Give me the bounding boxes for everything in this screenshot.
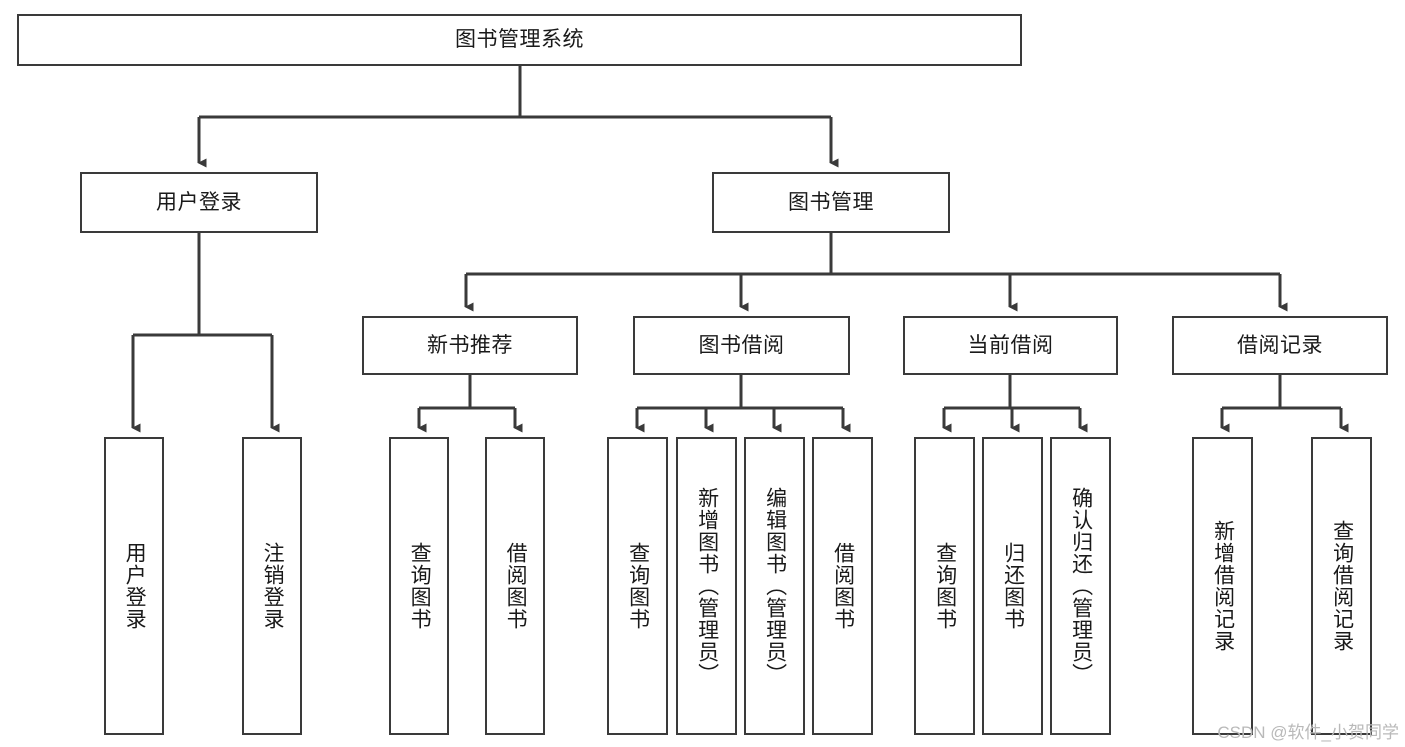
leaf-query-book-1-label: 查询图书 bbox=[408, 542, 432, 630]
leaf-borrow-book-1-label: 借阅图书 bbox=[504, 542, 528, 630]
leaf-logout-login-label: 注销登录 bbox=[261, 542, 285, 630]
watermark: CSDN @软件_小贺同学 bbox=[1217, 723, 1399, 742]
node-book-borrow-label: 图书借阅 bbox=[698, 333, 785, 357]
leaf-return-book-label: 归还图书 bbox=[1001, 542, 1025, 630]
node-book-management[interactable]: 图书管理 bbox=[712, 172, 950, 233]
leaf-add-book-label: 新增图书（管理员） bbox=[695, 487, 719, 685]
leaf-user-login-label: 用户登录 bbox=[123, 542, 147, 630]
leaf-edit-book[interactable]: 编辑图书（管理员） bbox=[744, 437, 805, 735]
node-user-login-label: 用户登录 bbox=[156, 190, 242, 214]
leaf-edit-book-label: 编辑图书（管理员） bbox=[763, 487, 787, 685]
node-new-book-recommend-label: 新书推荐 bbox=[427, 333, 513, 357]
leaf-add-record[interactable]: 新增借阅记录 bbox=[1192, 437, 1253, 735]
leaf-query-book-3-label: 查询图书 bbox=[933, 542, 957, 630]
leaf-confirm-return-label: 确认归还（管理员） bbox=[1069, 487, 1093, 685]
leaf-query-record[interactable]: 查询借阅记录 bbox=[1311, 437, 1372, 735]
leaf-query-book-2-label: 查询图书 bbox=[626, 542, 650, 630]
node-root[interactable]: 图书管理系统 bbox=[17, 14, 1022, 66]
leaf-return-book[interactable]: 归还图书 bbox=[982, 437, 1043, 735]
leaf-add-book[interactable]: 新增图书（管理员） bbox=[676, 437, 737, 735]
leaf-borrow-book-2[interactable]: 借阅图书 bbox=[812, 437, 873, 735]
leaf-query-record-label: 查询借阅记录 bbox=[1330, 520, 1354, 652]
leaf-logout-login[interactable]: 注销登录 bbox=[242, 437, 302, 735]
node-borrow-record[interactable]: 借阅记录 bbox=[1172, 316, 1388, 375]
node-root-label: 图书管理系统 bbox=[455, 28, 584, 52]
leaf-query-book-2[interactable]: 查询图书 bbox=[607, 437, 668, 735]
node-borrow-record-label: 借阅记录 bbox=[1237, 333, 1323, 357]
leaf-borrow-book-1[interactable]: 借阅图书 bbox=[485, 437, 545, 735]
leaf-query-book-3[interactable]: 查询图书 bbox=[914, 437, 975, 735]
node-current-borrow-label: 当前借阅 bbox=[967, 333, 1054, 357]
leaf-user-login[interactable]: 用户登录 bbox=[104, 437, 164, 735]
node-user-login[interactable]: 用户登录 bbox=[80, 172, 318, 233]
node-book-management-label: 图书管理 bbox=[788, 190, 874, 214]
node-current-borrow[interactable]: 当前借阅 bbox=[903, 316, 1118, 375]
leaf-confirm-return[interactable]: 确认归还（管理员） bbox=[1050, 437, 1111, 735]
leaf-borrow-book-2-label: 借阅图书 bbox=[831, 542, 855, 630]
node-new-book-recommend[interactable]: 新书推荐 bbox=[362, 316, 578, 375]
node-book-borrow[interactable]: 图书借阅 bbox=[633, 316, 850, 375]
leaf-query-book-1[interactable]: 查询图书 bbox=[389, 437, 449, 735]
leaf-add-record-label: 新增借阅记录 bbox=[1211, 520, 1235, 652]
